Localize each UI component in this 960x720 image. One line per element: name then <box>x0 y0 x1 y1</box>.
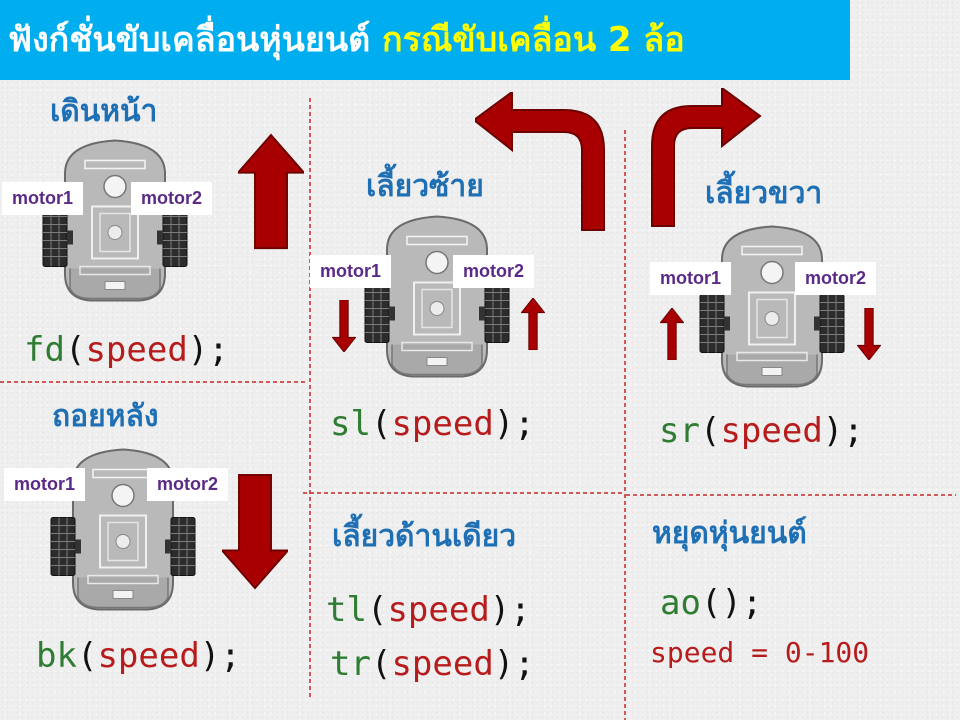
spin-left-motor1-down-arrow-icon <box>332 300 356 352</box>
forward-motor2-label: motor2 <box>131 182 213 215</box>
spin-right-heading: เลี้ยวขวา <box>705 176 823 211</box>
spin-left-heading: เลี้ยวซ้าย <box>366 169 484 204</box>
spin-left-func: sl <box>330 404 371 444</box>
forward-arg: speed <box>85 330 188 370</box>
divider-right-horizontal <box>626 494 956 496</box>
title-highlight: กรณีขับเคลื่อน 2 ล้อ <box>382 20 685 60</box>
backward-func: bk <box>36 636 77 676</box>
stop-code: ao(); <box>660 583 763 623</box>
spin-right-arg: speed <box>720 411 823 451</box>
backward-arg: speed <box>97 636 200 676</box>
title-banner: ฟังก์ชั่นขับเคลื่อนหุ่นยนต์ กรณีขับเคลื่… <box>0 0 850 80</box>
one-side-heading: เลี้ยวด้านเดียว <box>332 519 517 554</box>
turn-left-arg: speed <box>387 590 490 630</box>
backward-motor2-label: motor2 <box>147 468 229 501</box>
title-main: ฟังก์ชั่นขับเคลื่อนหุ่นยนต์ <box>8 20 371 60</box>
divider-middle-horizontal <box>303 492 623 494</box>
forward-code: fd(speed); <box>24 330 229 370</box>
forward-arrow-icon <box>238 134 304 250</box>
spin-right-motor1-up-arrow-icon <box>660 308 684 360</box>
forward-heading: เดินหน้า <box>50 94 158 129</box>
spin-right-func: sr <box>659 411 700 451</box>
spin-left-motor1-label: motor1 <box>310 255 392 288</box>
robot-spin-right <box>699 225 845 388</box>
stop-heading: หยุดหุ่นยนต์ <box>652 516 807 551</box>
turn-left-arrow-icon <box>475 92 605 231</box>
backward-code: bk(speed); <box>36 636 241 676</box>
spin-right-code: sr(speed); <box>659 411 864 451</box>
divider-right-vertical <box>624 130 626 720</box>
spin-right-motor1-label: motor1 <box>650 262 732 295</box>
spin-left-motor2-up-arrow-icon <box>521 298 545 350</box>
turn-right-func: tr <box>330 644 371 684</box>
speed-range-note: speed = 0-100 <box>650 636 870 669</box>
spin-right-motor2-label: motor2 <box>795 262 877 295</box>
stop-func: ao <box>660 583 701 623</box>
turn-left-code: tl(speed); <box>326 590 531 630</box>
turn-right-arrow-icon <box>651 88 762 227</box>
robot-forward <box>42 139 188 302</box>
spin-left-motor2-label: motor2 <box>453 255 535 288</box>
turn-left-func: tl <box>326 590 367 630</box>
turn-right-arg: speed <box>391 644 494 684</box>
spin-left-arg: speed <box>391 404 494 444</box>
forward-motor1-label: motor1 <box>2 182 84 215</box>
divider-left-vertical <box>309 98 311 698</box>
spin-right-motor2-down-arrow-icon <box>857 308 881 360</box>
forward-func: fd <box>24 330 65 370</box>
page-title: ฟังก์ชั่นขับเคลื่อนหุ่นยนต์ กรณีขับเคลื่… <box>8 12 685 66</box>
backward-motor1-label: motor1 <box>4 468 86 501</box>
backward-arrow-icon <box>222 474 288 590</box>
backward-heading: ถอยหลัง <box>52 399 159 434</box>
spin-left-code: sl(speed); <box>330 404 535 444</box>
robot-spin-left <box>364 215 510 378</box>
divider-left-horizontal <box>0 381 305 383</box>
turn-right-code: tr(speed); <box>330 644 535 684</box>
